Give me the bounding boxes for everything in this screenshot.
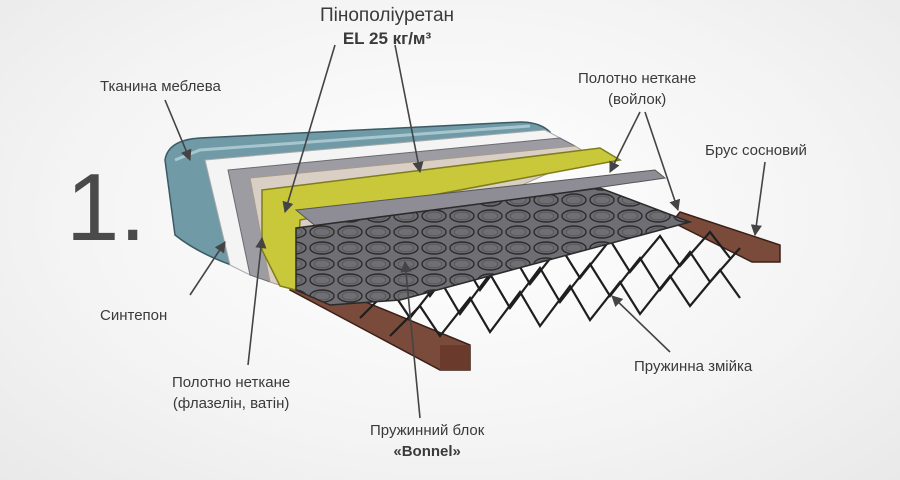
fabric-label: Тканина меблева xyxy=(100,78,221,95)
foam-label-line1: Пінополіуретан xyxy=(320,5,455,26)
nonwoven-label-line2: (флазелін, ватін) xyxy=(172,395,290,412)
spring-block xyxy=(295,187,693,306)
felt-label: Полотно нетканe (войлок) xyxy=(578,68,696,110)
spring-block-label-line1: Пружинний блок xyxy=(370,422,485,439)
nonwoven-label: Полотно нетканe (флазелін, ватін) xyxy=(172,372,290,414)
foam-label-line2: EL 25 кг/м³ xyxy=(342,29,432,48)
nonwoven-label-line1: Полотно нетканe xyxy=(172,374,291,391)
leader-lines xyxy=(164,44,766,419)
spring-block-label: Пружинний блок «Bonnel» xyxy=(370,420,484,462)
foam-label: Пінополіуретан EL 25 кг/м³ xyxy=(320,4,454,50)
felt-layer xyxy=(294,169,667,229)
section-number: 1. xyxy=(66,154,147,261)
felt-label-line2: (войлок) xyxy=(607,91,667,108)
beam-label: Брус сосновий xyxy=(705,142,807,159)
sintepon-label: Синтепон xyxy=(100,307,168,324)
spring-block-label-line2: «Bonnel» xyxy=(393,443,461,460)
snake-label: Пружинна змійка xyxy=(634,358,753,375)
felt-label-line1: Полотно нетканe xyxy=(578,70,697,87)
